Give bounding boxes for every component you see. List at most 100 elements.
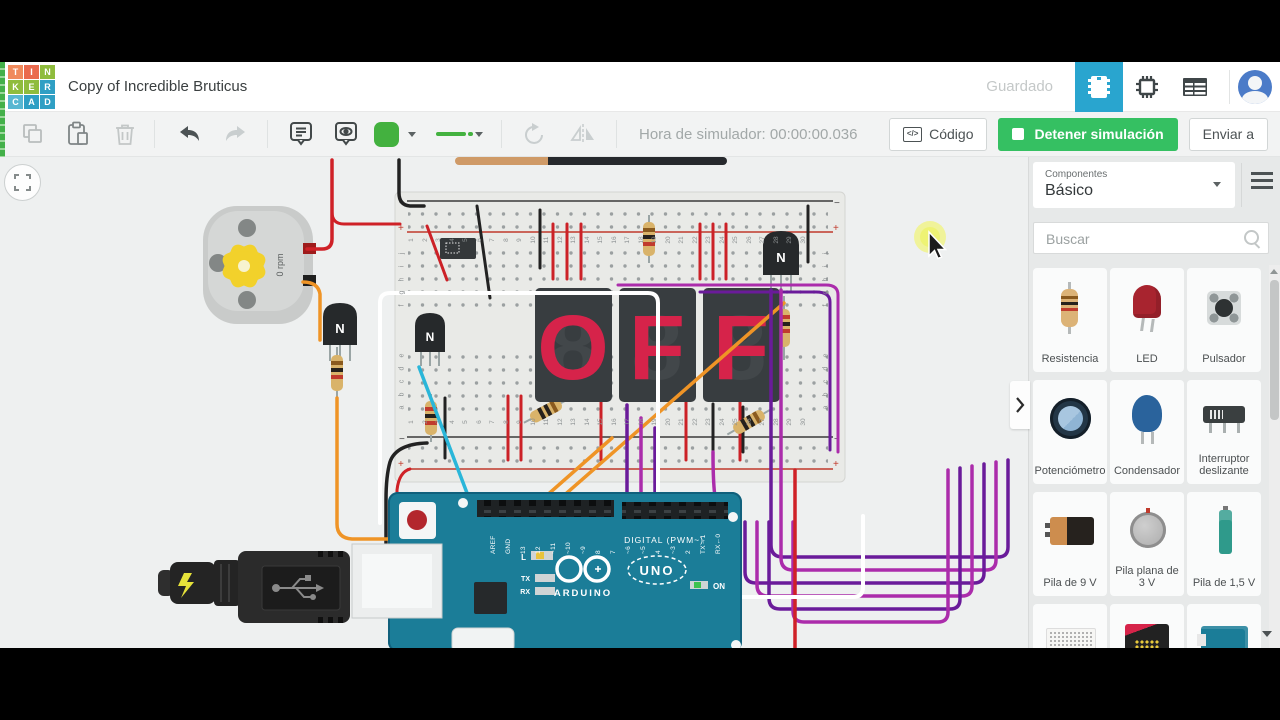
trash-icon xyxy=(116,124,134,145)
list-view-toggle-icon[interactable] xyxy=(1251,172,1273,189)
components-category-dropdown[interactable]: Componentes Básico xyxy=(1033,162,1235,208)
slide-switch[interactable] xyxy=(440,238,476,259)
usb-cable[interactable] xyxy=(158,551,350,623)
circuit-wires[interactable] xyxy=(301,158,1010,650)
seven-segment-display-1[interactable]: 8 O xyxy=(535,288,612,402)
note-eye-icon xyxy=(335,122,357,146)
motor-gear xyxy=(222,244,266,288)
code-button[interactable]: </> Código xyxy=(889,117,988,151)
zoom-to-fit-button[interactable] xyxy=(4,164,41,201)
component-label: Condensador xyxy=(1113,465,1181,478)
transistor-1[interactable]: N xyxy=(323,303,357,361)
pin-header[interactable] xyxy=(477,500,614,517)
wire-black xyxy=(397,158,426,208)
chevron-down-icon xyxy=(1213,182,1221,187)
letterbox-top xyxy=(0,0,1280,62)
copy-button[interactable] xyxy=(21,122,45,146)
component-label: Pila de 1,5 V xyxy=(1192,577,1256,590)
copy-icon xyxy=(23,124,42,143)
chip-icon xyxy=(1136,75,1158,98)
resistor[interactable] xyxy=(521,394,571,428)
breadboard-icon xyxy=(1088,75,1110,98)
mouse-cursor xyxy=(914,221,948,260)
send-to-button[interactable]: Enviar a xyxy=(1188,117,1268,151)
chevron-right-icon xyxy=(1016,397,1025,413)
undo-button[interactable] xyxy=(176,124,202,144)
component-icon xyxy=(1119,504,1175,560)
rotate-button[interactable] xyxy=(523,122,547,146)
schematic-view-button[interactable] xyxy=(1123,62,1171,112)
wire-style-dropdown[interactable] xyxy=(436,131,483,137)
resistor[interactable] xyxy=(724,404,773,439)
dc-motor[interactable]: 0 rpm xyxy=(203,206,316,324)
scroll-up-icon[interactable] xyxy=(1270,269,1278,274)
digital-pwm-label: DIGITAL (PWM~) xyxy=(624,535,704,545)
stop-icon xyxy=(1012,128,1025,140)
paste-button[interactable] xyxy=(66,121,90,147)
component-card[interactable]: Pila de 1,5 V xyxy=(1187,492,1261,596)
component-color-dropdown[interactable] xyxy=(374,121,416,147)
arduino-uno-board[interactable]: DIGITAL (PWM~) L TX RX ARDUINO UNO xyxy=(351,492,742,653)
rail-plus-symbol: + xyxy=(833,459,839,470)
component-card[interactable]: Potenciómetro xyxy=(1033,380,1107,484)
redo-button[interactable] xyxy=(223,124,249,144)
component-card[interactable]: Pila plana de 3 V xyxy=(1110,492,1184,596)
scrollbar-thumb[interactable] xyxy=(1270,280,1279,420)
chevron-down-icon xyxy=(408,131,416,137)
transistor-3[interactable]: N xyxy=(763,231,799,291)
component-card[interactable]: Condensador xyxy=(1110,380,1184,484)
led-l-label: L xyxy=(521,553,526,562)
resistor[interactable] xyxy=(643,215,655,263)
wire-style-swatch xyxy=(436,132,473,136)
search-input[interactable] xyxy=(1044,228,1238,250)
toggle-notes-visibility-button[interactable] xyxy=(334,121,358,147)
component-label: Pila plana de 3 V xyxy=(1115,564,1179,590)
delete-button[interactable] xyxy=(114,122,136,146)
collapse-panel-tab[interactable] xyxy=(1010,381,1030,429)
component-card[interactable]: Resistencia xyxy=(1033,268,1107,372)
panel-scrollbar[interactable] xyxy=(1269,265,1280,648)
wire-purple xyxy=(767,466,962,611)
led-tx xyxy=(535,574,555,582)
resistor[interactable] xyxy=(331,347,343,399)
wire-magenta xyxy=(616,283,840,454)
add-note-button[interactable] xyxy=(289,121,313,147)
circuit-view-button[interactable] xyxy=(1075,61,1123,112)
transistor-label: N xyxy=(426,330,435,344)
motor-terminal-negative[interactable] xyxy=(303,275,316,286)
wire-purple xyxy=(769,288,1010,559)
reset-button[interactable] xyxy=(399,502,436,539)
seven-segment-display-3[interactable]: 8 F xyxy=(703,288,780,402)
jumper-wires[interactable] xyxy=(425,204,810,462)
component-card[interactable]: Interruptor deslizante xyxy=(1187,380,1261,484)
led-rx xyxy=(535,587,555,595)
microcontroller-chip xyxy=(474,582,507,614)
motor-rpm-label: 0 rpm xyxy=(275,253,285,276)
component-label: Potenciómetro xyxy=(1034,465,1106,478)
user-avatar[interactable] xyxy=(1238,69,1272,104)
unlit-segments: 8 xyxy=(547,297,598,399)
transistor-2[interactable]: N xyxy=(415,313,445,366)
wire-white xyxy=(378,291,660,525)
component-icon xyxy=(1042,504,1098,560)
component-list-view-button[interactable] xyxy=(1171,62,1219,112)
wire-orange xyxy=(301,280,322,342)
component-icon xyxy=(1119,392,1175,448)
pin-header[interactable] xyxy=(622,502,728,519)
scroll-down-icon[interactable] xyxy=(1262,631,1272,637)
mirror-button[interactable] xyxy=(568,122,598,146)
wire-white xyxy=(392,514,865,599)
led-rx-label: RX xyxy=(520,589,530,596)
component-search[interactable] xyxy=(1033,222,1269,254)
component-label: Pulsador xyxy=(1202,353,1246,366)
component-card[interactable]: Pila de 9 V xyxy=(1033,492,1107,596)
component-card[interactable]: LED xyxy=(1110,268,1184,372)
component-icon xyxy=(1196,392,1252,448)
component-card[interactable]: Pulsador xyxy=(1187,268,1261,372)
components-panel: Componentes Básico Resistencia LED xyxy=(1028,157,1280,708)
document-title[interactable]: Copy of Incredible Bruticus xyxy=(68,78,248,95)
color-swatch-green xyxy=(374,121,399,147)
stop-simulation-button[interactable]: Detener simulación xyxy=(998,117,1178,151)
